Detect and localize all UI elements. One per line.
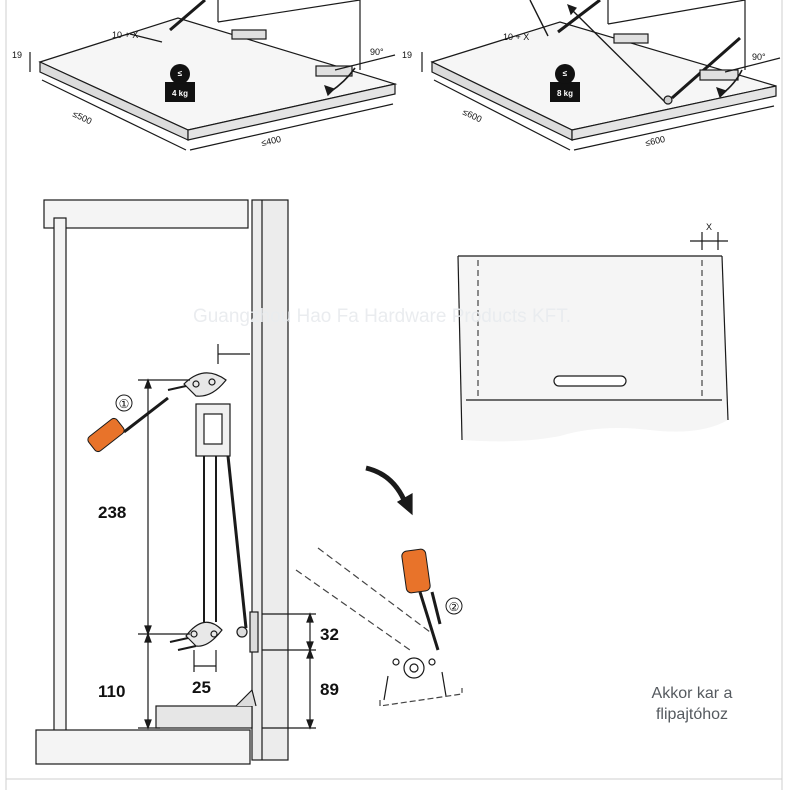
screwdriver-icon (87, 396, 169, 453)
hole-spacing-label: 25 (192, 678, 211, 697)
caption-line-2: flipajtóhoz (655, 706, 729, 723)
width-label: ≤400 (260, 134, 282, 148)
depth-label: ≤500 (71, 109, 93, 127)
screwdriver-icon (401, 548, 440, 651)
angle-label: 90° (752, 52, 766, 62)
bracket-offset-label: 32 (320, 625, 339, 644)
weight-icon-right: ≤ 8 kg (550, 64, 580, 102)
thickness-label: 19 (12, 50, 22, 60)
offset-label: 10 + X (112, 30, 138, 40)
thickness-label: 19 (402, 50, 412, 60)
gap-label: X (706, 222, 712, 232)
width-label: ≤600 (644, 134, 666, 148)
step-marker (115, 394, 133, 412)
caption: Akkor kar a flipajtóhoz (606, 683, 778, 725)
height-lower-label: 110 (98, 682, 125, 701)
caption-line-1: Akkor kar a (651, 685, 733, 702)
step-one-label: ① (119, 397, 130, 411)
step-marker (445, 597, 463, 615)
cabinet-side-view (35, 199, 316, 765)
shelf-diagram-left (29, 0, 398, 151)
weight-symbol: ≤ (178, 69, 183, 78)
door-front-view (457, 232, 729, 442)
shelf-diagram-right (421, 0, 781, 151)
weight-label: 4 kg (172, 89, 188, 98)
watermark-text: Guangzhou Hao Fa Hardware Products KFT. (193, 306, 571, 327)
weight-label: 8 kg (557, 89, 573, 98)
mounting-detail-step2 (295, 465, 463, 707)
weight-symbol: ≤ (563, 69, 568, 78)
angle-label: 90° (370, 47, 384, 57)
step-two-label: ② (449, 600, 460, 614)
weight-icon-left: ≤ 4 kg (165, 64, 195, 102)
bracket-height-label: 89 (320, 680, 339, 699)
offset-label: 10 + X (503, 32, 529, 42)
depth-label: ≤600 (461, 107, 483, 125)
height-upper-label: 238 (98, 503, 126, 522)
